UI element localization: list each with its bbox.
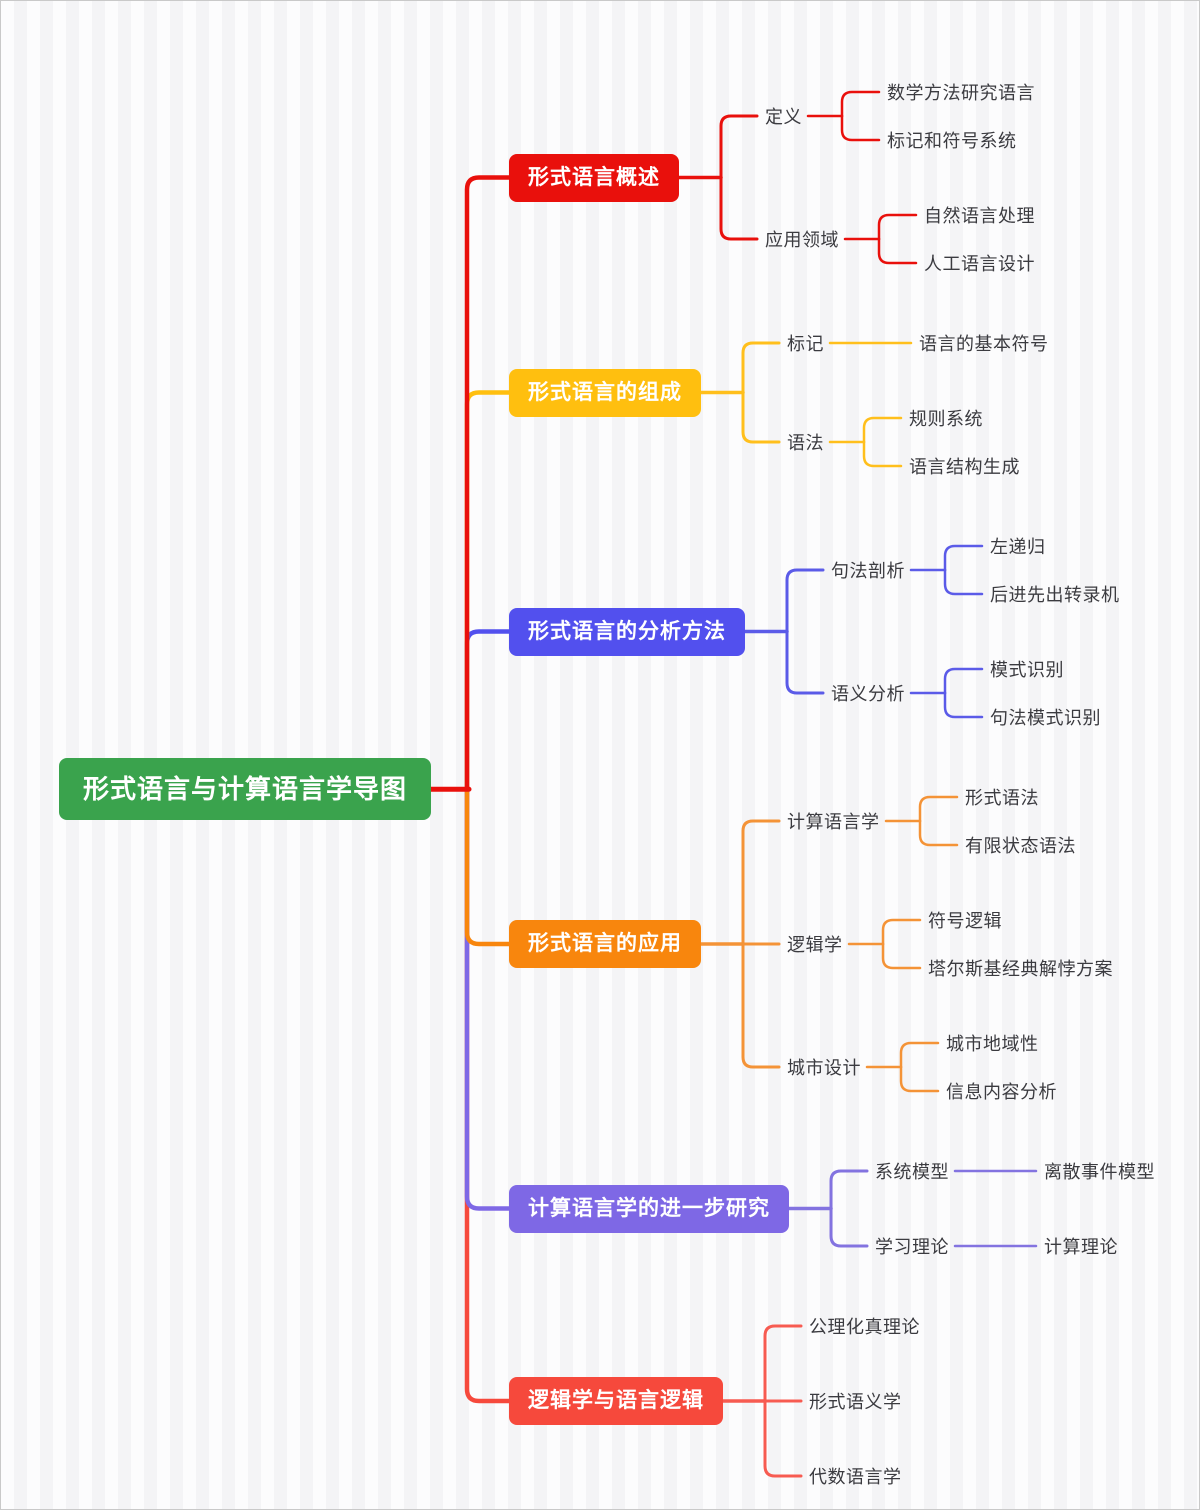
- topic-node[interactable]: 学习理论: [875, 1237, 949, 1257]
- subtopic-node[interactable]: 左递归: [990, 537, 1046, 557]
- branch-node[interactable]: 计算语言学的进一步研究: [509, 1184, 789, 1233]
- topic-node[interactable]: 语义分析: [831, 684, 905, 704]
- subtopic-node[interactable]: 有限状态语法: [965, 836, 1076, 856]
- topic-node[interactable]: 应用领域: [765, 230, 839, 250]
- topic-node[interactable]: 逻辑学: [787, 935, 843, 955]
- subtopic-node[interactable]: 语言结构生成: [909, 457, 1020, 477]
- subtopic-node[interactable]: 数学方法研究语言: [887, 83, 1035, 103]
- branch-node[interactable]: 形式语言概述: [509, 153, 679, 202]
- subtopic-node[interactable]: 信息内容分析: [946, 1082, 1057, 1102]
- subtopic-node[interactable]: 离散事件模型: [1044, 1162, 1155, 1182]
- branch-node[interactable]: 逻辑学与语言逻辑: [509, 1377, 723, 1425]
- branch-node[interactable]: 形式语言的组成: [509, 368, 701, 417]
- subtopic-node[interactable]: 人工语言设计: [924, 254, 1035, 274]
- topic-node[interactable]: 系统模型: [875, 1162, 949, 1182]
- topic-node[interactable]: 代数语言学: [809, 1467, 902, 1487]
- subtopic-node[interactable]: 语言的基本符号: [919, 334, 1049, 354]
- topic-node[interactable]: 城市设计: [787, 1058, 861, 1078]
- subtopic-node[interactable]: 模式识别: [990, 660, 1064, 680]
- subtopic-node[interactable]: 符号逻辑: [928, 911, 1002, 931]
- topic-node[interactable]: 公理化真理论: [809, 1317, 920, 1337]
- branch-node[interactable]: 形式语言的分析方法: [509, 607, 745, 656]
- subtopic-node[interactable]: 句法模式识别: [990, 708, 1101, 728]
- topic-node[interactable]: 形式语义学: [809, 1392, 902, 1412]
- topic-node[interactable]: 标记: [787, 334, 824, 354]
- topic-node[interactable]: 计算语言学: [787, 812, 880, 832]
- subtopic-node[interactable]: 塔尔斯基经典解悖方案: [928, 959, 1113, 979]
- topic-node[interactable]: 定义: [765, 107, 802, 127]
- root-node[interactable]: 形式语言与计算语言学导图: [59, 758, 432, 821]
- subtopic-node[interactable]: 标记和符号系统: [887, 131, 1017, 151]
- subtopic-node[interactable]: 自然语言处理: [924, 206, 1035, 226]
- subtopic-node[interactable]: 计算理论: [1044, 1237, 1118, 1257]
- topic-node[interactable]: 语法: [787, 433, 824, 453]
- topic-node[interactable]: 句法剖析: [831, 561, 905, 581]
- subtopic-node[interactable]: 规则系统: [909, 409, 983, 429]
- branch-node[interactable]: 形式语言的应用: [509, 920, 701, 968]
- subtopic-node[interactable]: 形式语法: [965, 788, 1039, 808]
- subtopic-node[interactable]: 城市地域性: [946, 1034, 1039, 1054]
- subtopic-node[interactable]: 后进先出转录机: [990, 585, 1120, 605]
